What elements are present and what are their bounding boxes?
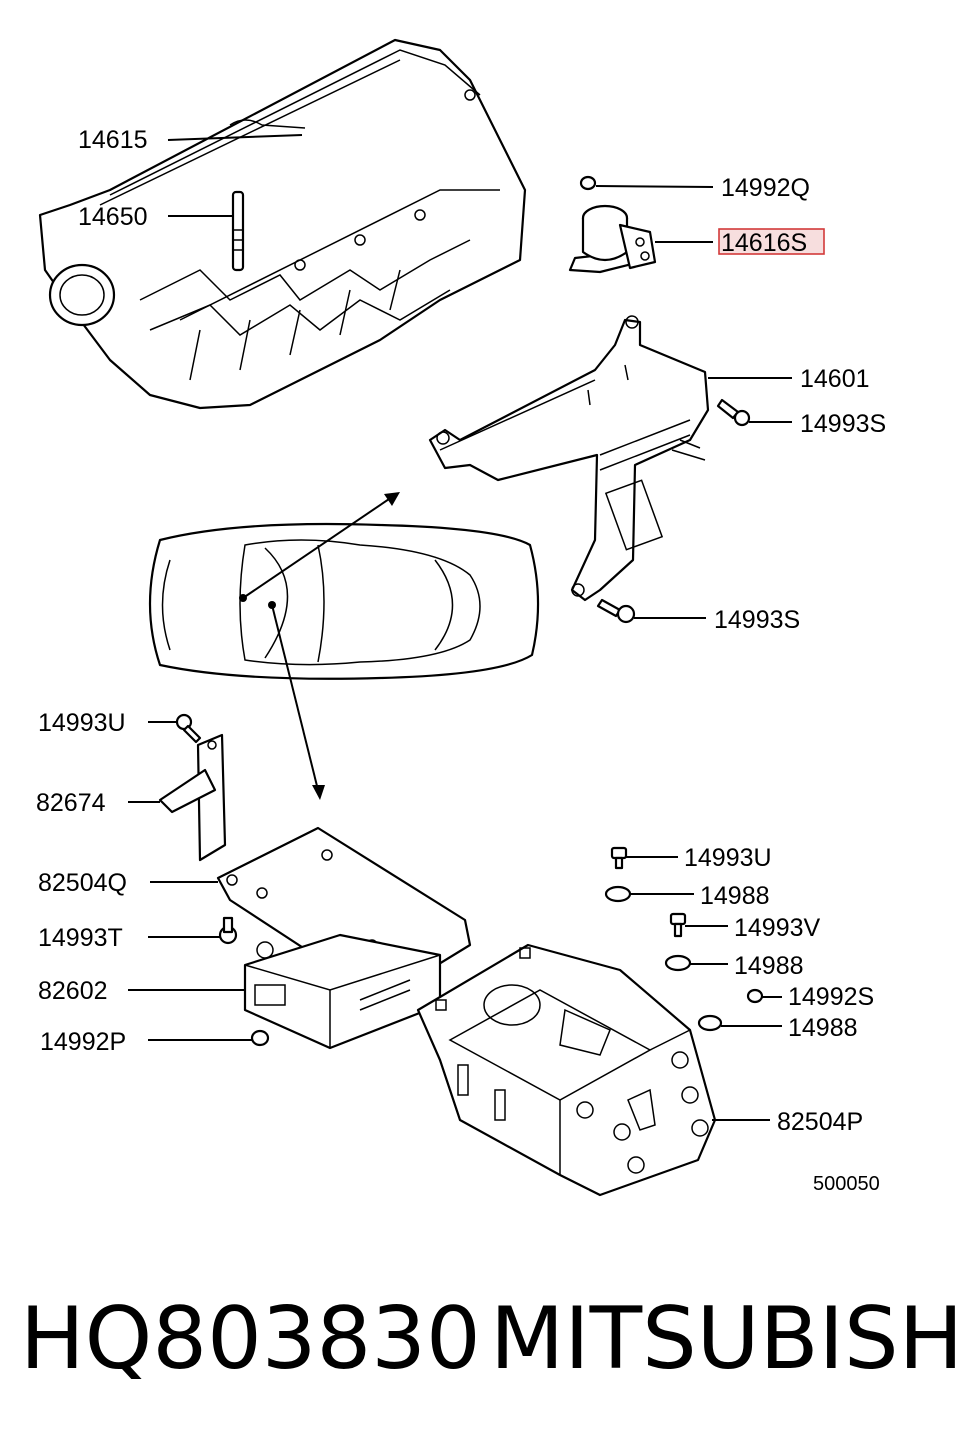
diagram-code: 500050: [813, 1173, 880, 1195]
callout-14993u-right: 14993U: [684, 844, 772, 872]
brand-name: MITSUBISHI: [490, 1289, 960, 1389]
callout-82504p: 82504P: [777, 1108, 863, 1136]
callout-14993s-lower: 14993S: [714, 606, 800, 634]
vehicle-outline: [148, 522, 540, 680]
relay-bracket: [428, 315, 710, 602]
nut-14993t: [218, 916, 238, 945]
callout-14615: 14615: [78, 126, 148, 154]
nut-14992s: [746, 988, 764, 1004]
callout-14992p: 14992P: [40, 1028, 126, 1056]
bolt-14993v: [669, 912, 687, 938]
engine-cylinder-head: [38, 38, 527, 410]
washer-14988-a: [604, 885, 632, 903]
callout-14988-a: 14988: [700, 882, 770, 910]
pointer-arrows: [239, 492, 400, 800]
washer-14988-c: [697, 1014, 723, 1032]
bolt-14993s-upper: [716, 398, 751, 427]
glow-plug-relay: [568, 204, 657, 274]
callout-14988-c: 14988: [788, 1014, 858, 1042]
callout-82674: 82674: [36, 789, 106, 817]
callout-14988-b: 14988: [734, 952, 804, 980]
callout-82602: 82602: [38, 977, 108, 1005]
callout-14992s: 14992S: [788, 983, 874, 1011]
glow-plug: [231, 190, 245, 272]
bolt-14993s-lower: [596, 598, 636, 624]
callout-14601: 14601: [800, 365, 870, 393]
bolt-14993u-right: [610, 846, 628, 870]
bolt-14993u-left: [175, 713, 202, 744]
callout-82504q: 82504Q: [38, 869, 127, 897]
callout-14993s-upper: 14993S: [800, 410, 886, 438]
callout-14650: 14650: [78, 203, 148, 231]
washer-14988-b: [664, 954, 692, 972]
callout-14616s: 14616S: [721, 229, 807, 257]
leader-lines: [128, 134, 792, 1121]
highlight-box-14616s: [718, 228, 825, 255]
part-number: HQ803830: [20, 1289, 481, 1389]
callout-14993u-left: 14993U: [38, 709, 126, 737]
bracket-82674: [158, 733, 227, 862]
nut-14992p: [250, 1029, 270, 1047]
nut-14992q: [579, 175, 597, 191]
battery-tray-82504p: [416, 943, 717, 1197]
control-unit-82602: [243, 933, 442, 1050]
callout-14993v: 14993V: [734, 914, 821, 942]
callout-14993t: 14993T: [38, 924, 123, 952]
callout-14992q: 14992Q: [721, 174, 810, 202]
